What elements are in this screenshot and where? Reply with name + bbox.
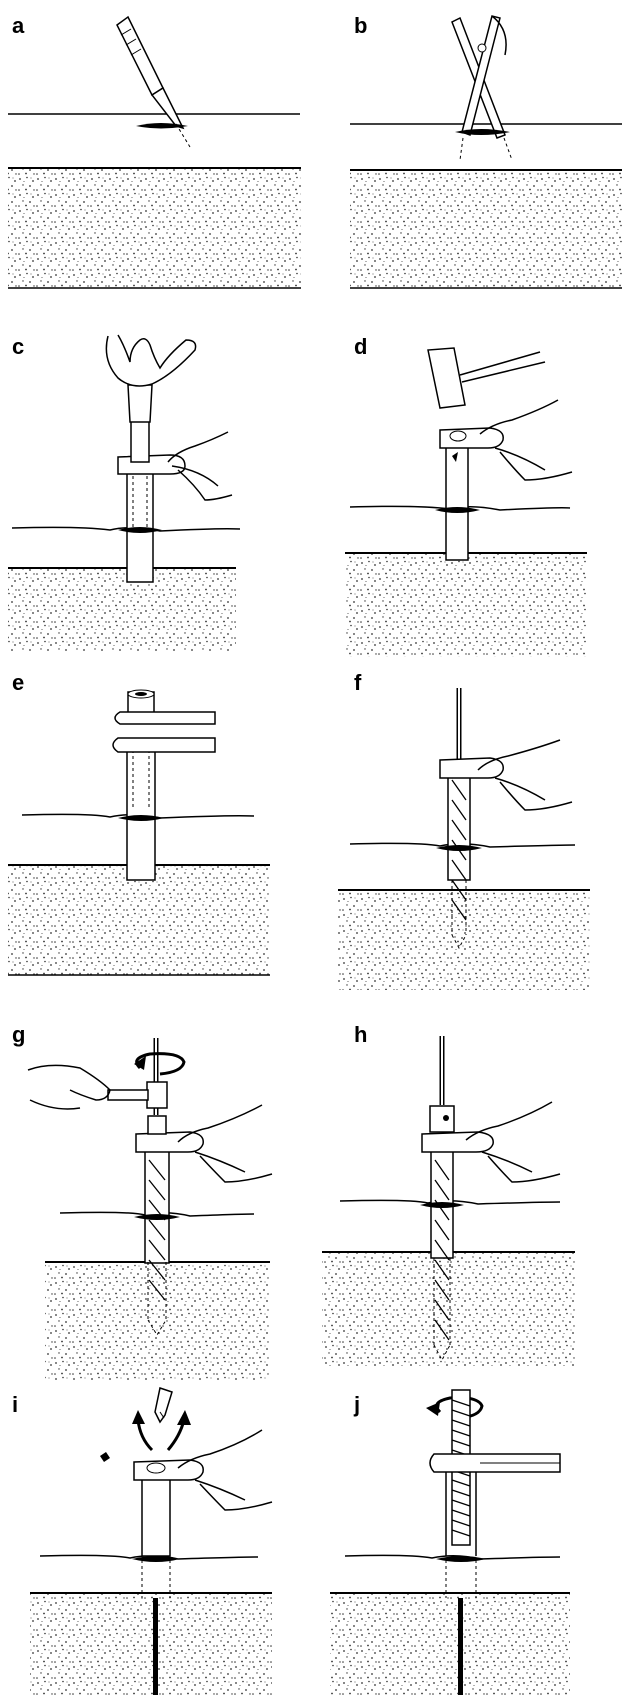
sleeve-hole	[450, 431, 466, 441]
bone-layer	[350, 170, 622, 288]
panel-b: b	[350, 13, 622, 288]
bone-layer	[8, 568, 236, 652]
trocar-icon	[128, 385, 152, 462]
guide-sleeve	[127, 462, 153, 582]
removal-arrow-left-icon	[138, 1420, 152, 1450]
hand-upper	[106, 335, 195, 386]
sleeve-handle	[440, 758, 503, 778]
sleeve-handle	[118, 455, 185, 474]
panel-c: c	[8, 334, 240, 652]
panel-label-g: g	[12, 1022, 25, 1047]
debris	[100, 1452, 110, 1462]
removal-arrowhead-right	[177, 1410, 191, 1425]
guide-sleeve	[448, 770, 470, 880]
panel-a: a	[8, 13, 301, 288]
drilled-channel	[458, 1598, 463, 1695]
panel-label-h: h	[354, 1022, 367, 1047]
panel-label-d: d	[354, 334, 367, 359]
panel-i: i	[12, 1388, 272, 1695]
bone-layer	[30, 1593, 272, 1695]
drill-bit-tip-icon	[155, 1388, 172, 1422]
guide-sleeve	[446, 438, 468, 560]
panel-label-e: e	[12, 670, 24, 695]
sleeve-hole	[147, 1463, 165, 1473]
panel-f: f	[338, 670, 590, 990]
panel-label-f: f	[354, 670, 362, 695]
hammer-icon	[428, 348, 545, 408]
panel-d: d	[345, 334, 587, 657]
panel-label-c: c	[12, 334, 24, 359]
bone-layer	[338, 890, 590, 990]
panel-label-i: i	[12, 1392, 18, 1417]
drill-stop-collar	[430, 1106, 454, 1132]
panel-h: h	[322, 1022, 575, 1367]
guide-sleeve	[142, 1478, 170, 1598]
sleeve-handle	[440, 428, 503, 448]
drill-stop-collar	[108, 1082, 167, 1108]
sleeve-handle	[422, 1132, 493, 1152]
hand-left	[28, 1065, 110, 1109]
panel-label-j: j	[353, 1392, 360, 1417]
rotation-arrowhead	[426, 1402, 440, 1416]
drill-bit-collar	[148, 1116, 166, 1134]
bone-layer	[345, 553, 587, 657]
panel-j: j	[330, 1390, 570, 1695]
bone-layer	[45, 1262, 270, 1380]
bone-layer	[322, 1252, 575, 1367]
outer-sleeve	[127, 742, 155, 880]
removal-arrowhead-left	[132, 1410, 145, 1424]
panel-label-a: a	[12, 13, 25, 38]
forceps-icon	[452, 16, 512, 160]
panel-e: e	[8, 670, 270, 975]
lower-handle	[113, 738, 215, 752]
bone-layer	[330, 1593, 570, 1695]
incision	[118, 815, 164, 821]
drilled-channel	[153, 1598, 158, 1695]
sleeve-handle	[136, 1132, 203, 1152]
upper-handle	[115, 712, 215, 724]
panel-label-b: b	[354, 13, 367, 38]
panel-g: g	[12, 1022, 272, 1380]
bone-layer	[8, 865, 270, 975]
sleeve-handle	[134, 1460, 203, 1480]
bone-layer	[8, 168, 301, 288]
